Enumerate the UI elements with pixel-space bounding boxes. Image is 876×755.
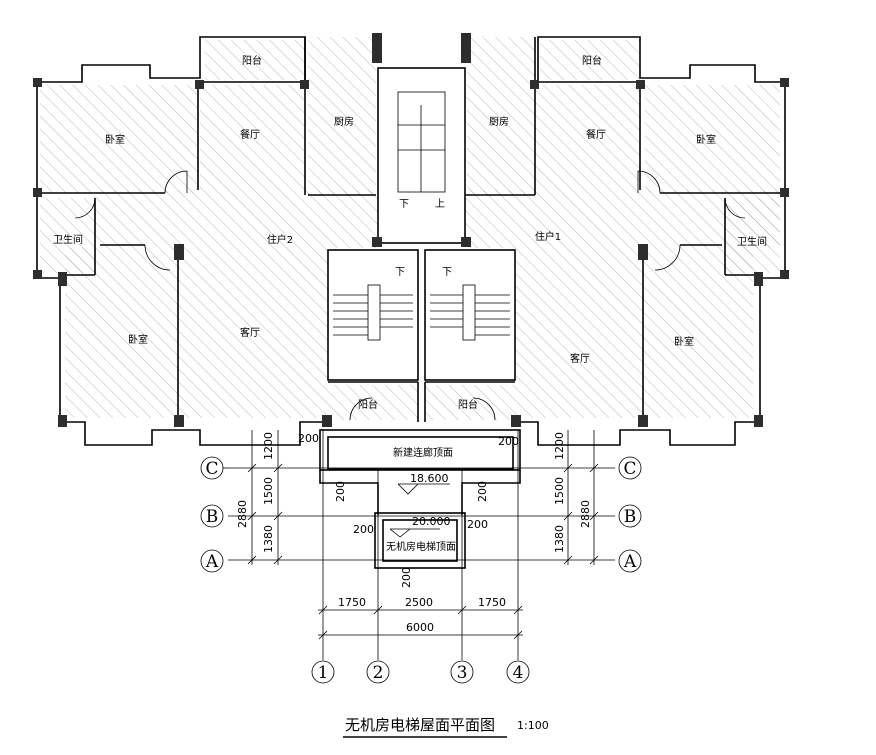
label-bath-right: 卫生间 xyxy=(737,235,767,248)
label-balcony-right: 阳台 xyxy=(582,54,602,67)
dim-1500-right: 1500 xyxy=(553,477,566,505)
label-balcony-left: 阳台 xyxy=(242,54,262,67)
dim-1200-left: 1200 xyxy=(262,432,275,460)
label-new-corridor-roof: 新建连廊顶面 xyxy=(393,446,453,459)
dim-1380-left: 1380 xyxy=(262,525,275,553)
dim-200-top-right: 200 xyxy=(498,435,519,448)
drawing-title: 无机房电梯屋面平面图 xyxy=(345,716,495,734)
label-unit-left: 住户2 xyxy=(267,233,293,246)
walls xyxy=(36,36,786,446)
structural-columns xyxy=(33,33,789,427)
dim-200-mid-right: 200 xyxy=(467,518,488,531)
label-dining-right: 餐厅 xyxy=(586,128,606,141)
drawing-title-block: 无机房电梯屋面平面图 1:100 xyxy=(343,716,549,738)
label-bedroom-right-bottom: 卧室 xyxy=(674,335,694,348)
elevation-18600: 18.600 xyxy=(410,472,449,485)
dim-1380-right: 1380 xyxy=(553,525,566,553)
label-bedroom-right-top: 卧室 xyxy=(696,133,716,146)
dimension-lines: 200 200 200 200 200 200 200 1200 1500 13… xyxy=(228,430,615,660)
dim-2880-left: 2880 xyxy=(236,500,249,528)
room-labels: 阳台 厨房 餐厅 卧室 卫生间 住户2 卧室 客厅 阳台 阳台 厨房 餐厅 卧室… xyxy=(53,54,767,411)
axis-c-left: C xyxy=(205,459,218,479)
label-stair-down-core: 下 xyxy=(399,199,409,210)
axis-2: 2 xyxy=(373,663,384,683)
axis-c-right: C xyxy=(623,459,636,479)
room-hatching xyxy=(40,37,780,420)
dim-1500-left: 1500 xyxy=(262,477,275,505)
stair-treads xyxy=(333,294,510,336)
elevation-20000: 20.000 xyxy=(412,515,451,528)
label-living-left: 客厅 xyxy=(240,326,260,339)
label-kitchen-left: 厨房 xyxy=(334,115,354,128)
label-kitchen-right: 厨房 xyxy=(489,115,509,128)
dim-2500: 2500 xyxy=(405,596,433,609)
label-stair-up-core: 上 xyxy=(435,198,445,210)
label-elevator-roof: 无机房电梯顶面 xyxy=(386,540,456,553)
dim-1750-left: 1750 xyxy=(338,596,366,609)
elevator-roof-block: 新建连廊顶面 无机房电梯顶面 18.600 20.000 xyxy=(319,429,521,569)
dim-1750-right: 1750 xyxy=(478,596,506,609)
dim-2880-right: 2880 xyxy=(579,500,592,528)
dim-200-vert-bottom: 200 xyxy=(400,567,413,588)
dim-200-top-left: 200 xyxy=(298,432,319,445)
axis-markers: C B A C B A 1 2 3 4 xyxy=(200,456,642,684)
label-unit-right: 住户1 xyxy=(535,230,561,243)
axis-b-left: B xyxy=(206,507,219,527)
axis-a-left: A xyxy=(205,552,219,572)
label-stair-down-left: 下 xyxy=(395,267,405,278)
dim-1200-right: 1200 xyxy=(553,432,566,460)
label-balcony-left-bottom: 阳台 xyxy=(358,398,378,411)
label-stair-down-right: 下 xyxy=(442,267,452,278)
dim-200-vert-right: 200 xyxy=(476,481,489,502)
label-living-right: 客厅 xyxy=(570,352,590,365)
label-dining-left: 餐厅 xyxy=(240,128,260,141)
dim-6000: 6000 xyxy=(406,621,434,634)
axis-4: 4 xyxy=(513,663,524,683)
axis-3: 3 xyxy=(457,663,468,683)
axis-1: 1 xyxy=(318,663,329,683)
axis-b-right: B xyxy=(624,507,637,527)
axis-a-right: A xyxy=(623,552,637,572)
label-balcony-right-bottom: 阳台 xyxy=(458,398,478,411)
label-bedroom-left-bottom: 卧室 xyxy=(128,333,148,346)
label-bath-left: 卫生间 xyxy=(53,233,83,246)
label-bedroom-left-top: 卧室 xyxy=(105,133,125,146)
drawing-scale: 1:100 xyxy=(517,719,549,732)
dim-200-vert-left: 200 xyxy=(334,481,347,502)
dim-200-mid-left: 200 xyxy=(353,523,374,536)
